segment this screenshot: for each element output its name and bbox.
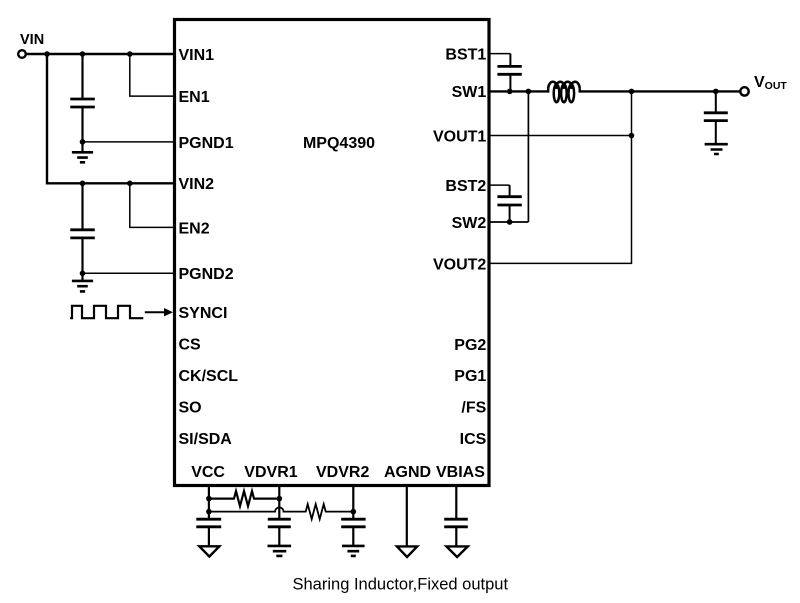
svg-text:CK/SCL: CK/SCL [179,368,239,385]
svg-text:EN2: EN2 [179,220,210,237]
svg-text:VIN2: VIN2 [179,176,215,193]
svg-text:PG2: PG2 [454,337,486,354]
svg-text:PGND1: PGND1 [179,135,234,152]
svg-text:SO: SO [179,399,202,416]
svg-text:VIN1: VIN1 [179,47,215,64]
svg-text:SYNCI: SYNCI [179,305,228,322]
svg-text:SW2: SW2 [452,215,487,232]
svg-text:SW1: SW1 [452,84,487,101]
svg-text:VIN: VIN [20,32,44,48]
svg-text:VBIAS: VBIAS [436,464,485,481]
svg-text:EN1: EN1 [179,89,210,106]
svg-text:SI/SDA: SI/SDA [179,431,233,448]
svg-text:/FS: /FS [461,399,486,416]
svg-text:CS: CS [179,336,202,353]
svg-text:BST2: BST2 [445,178,486,195]
svg-text:BST1: BST1 [445,46,486,63]
svg-text:MPQ4390: MPQ4390 [303,135,375,152]
svg-text:ICS: ICS [460,431,487,448]
svg-text:VOUT1: VOUT1 [433,128,486,145]
svg-text:PGND2: PGND2 [179,266,234,283]
svg-text:VOUT2: VOUT2 [433,256,486,273]
svg-text:Sharing Inductor,Fixed output: Sharing Inductor,Fixed output [293,576,509,594]
svg-text:PG1: PG1 [454,368,486,385]
svg-text:VDVR1: VDVR1 [244,464,297,481]
svg-text:VCC: VCC [191,464,225,481]
svg-text:AGND: AGND [384,464,431,481]
svg-text:VDVR2: VDVR2 [316,464,369,481]
